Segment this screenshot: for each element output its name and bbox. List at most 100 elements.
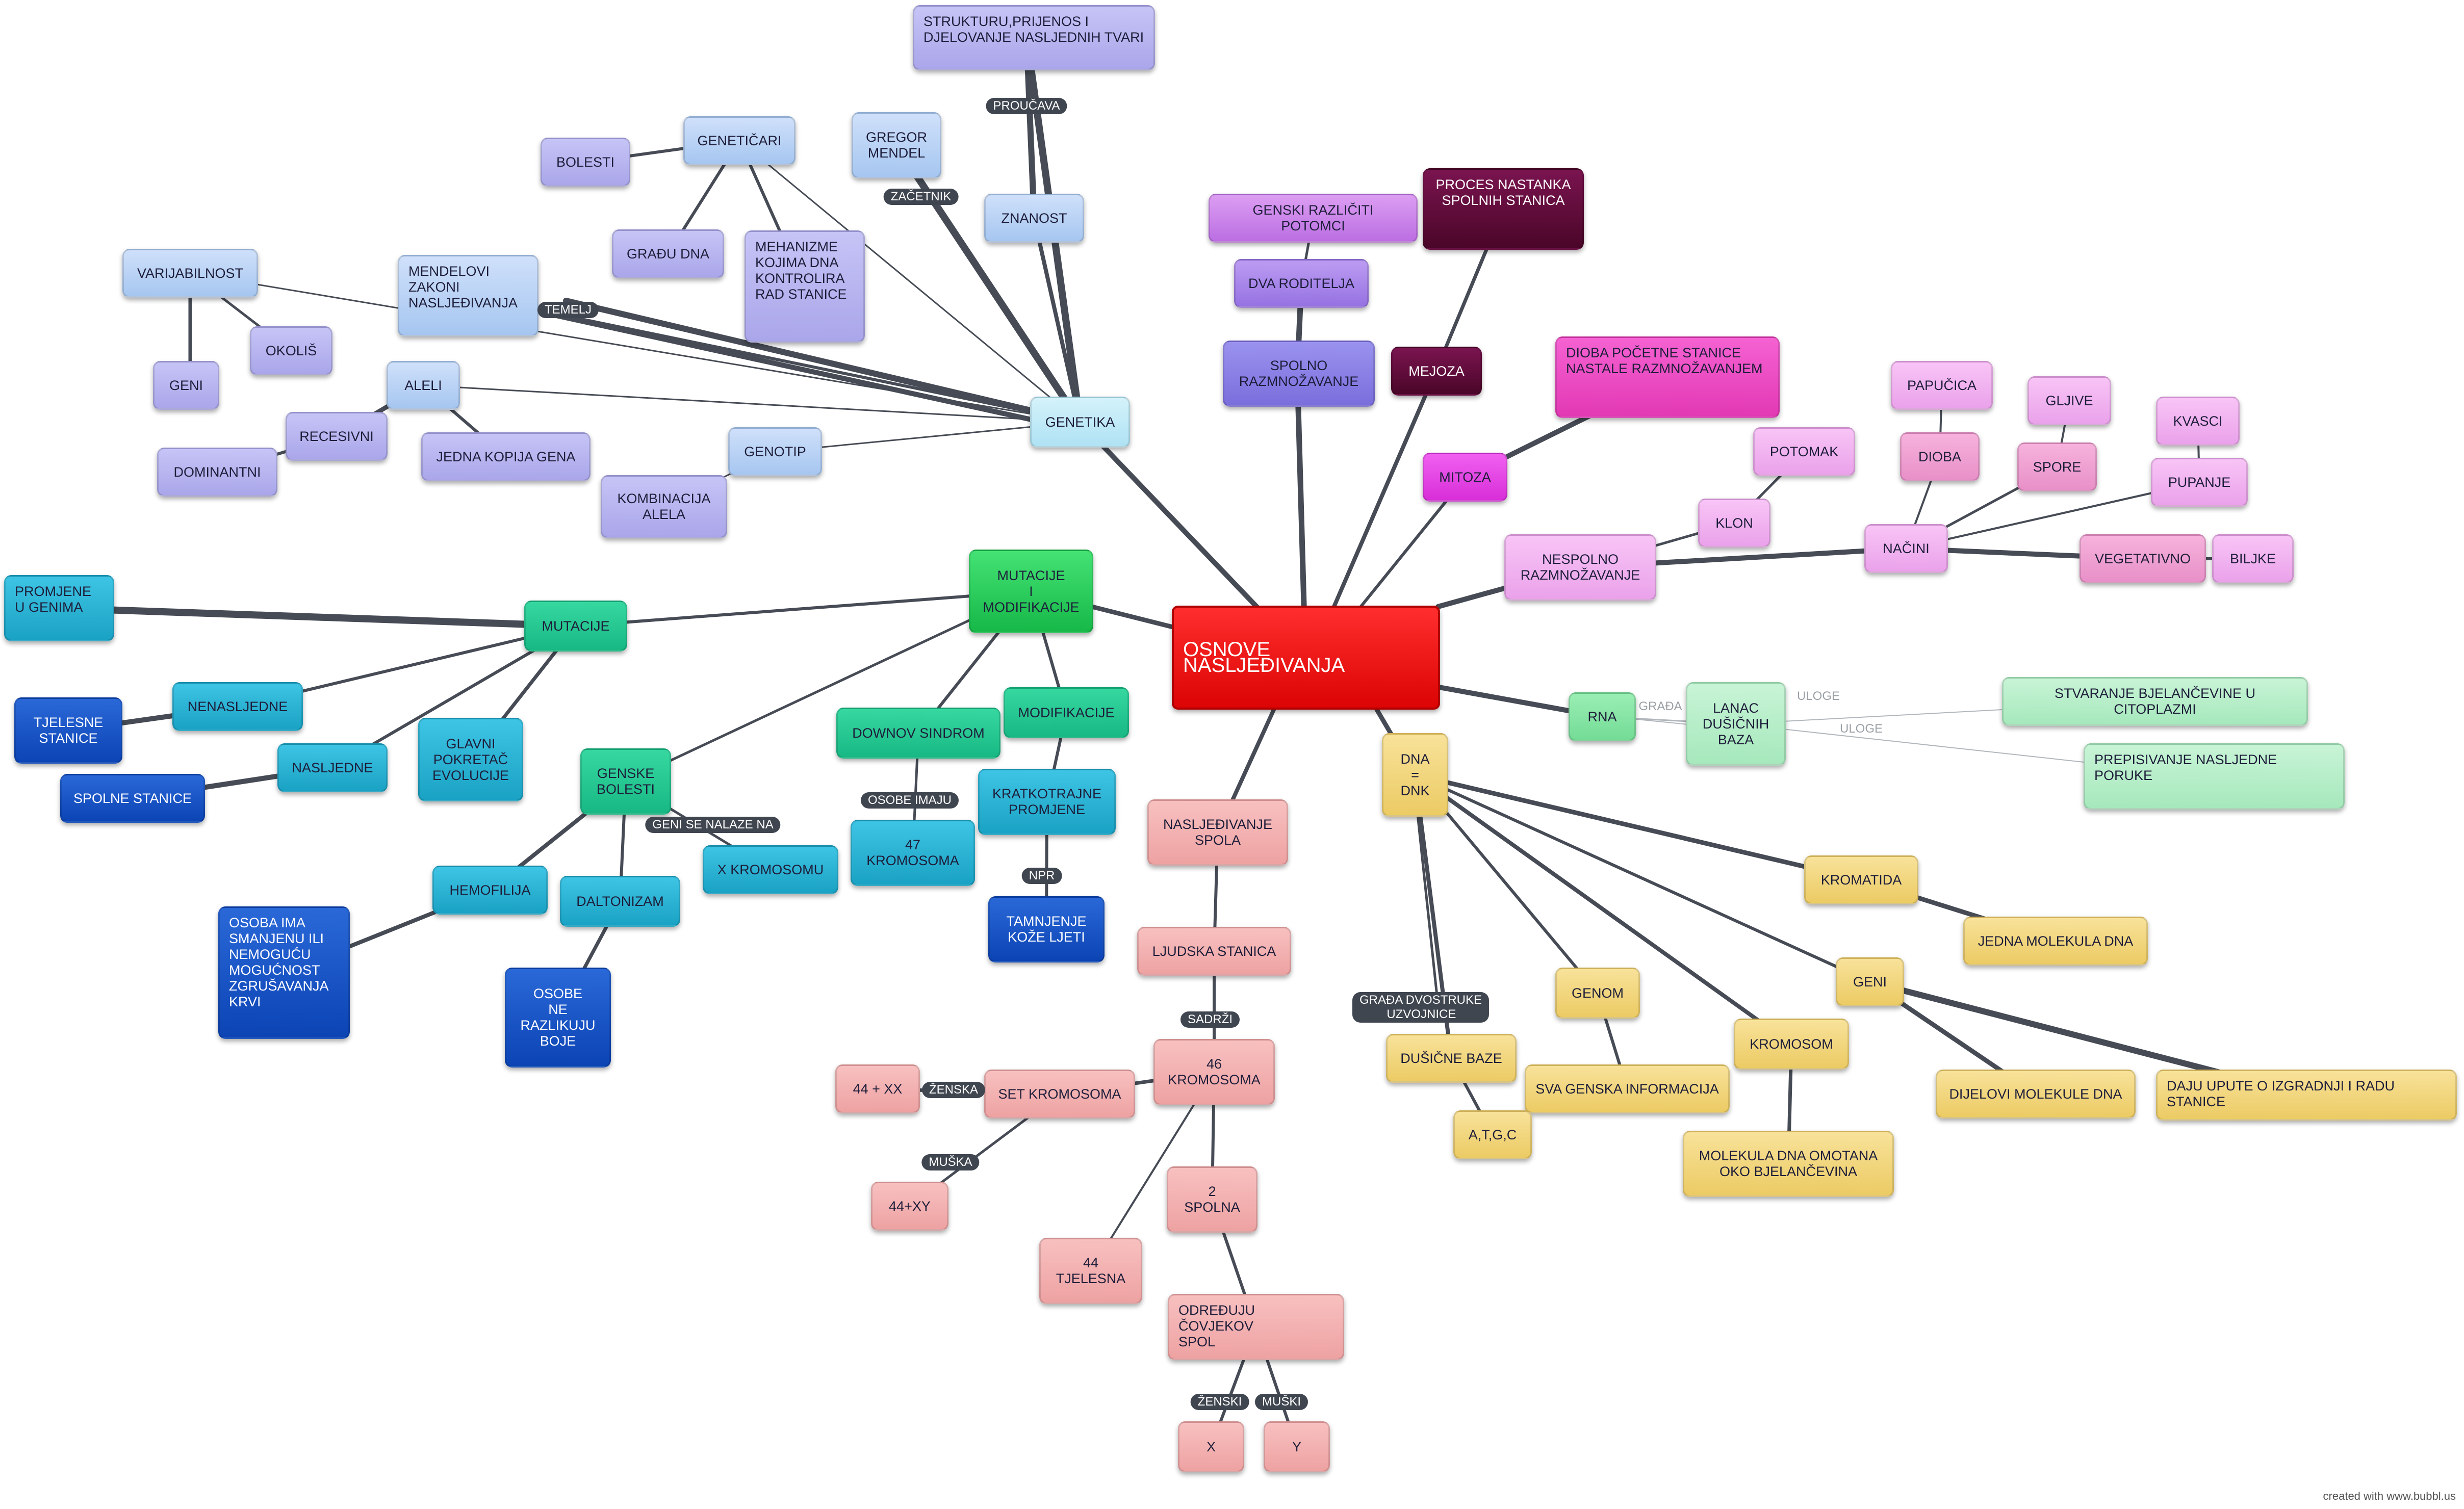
- node-44-xy[interactable]: 44+XY: [871, 1182, 948, 1231]
- node-mitoza[interactable]: MITOZA: [1423, 453, 1507, 502]
- label-zenska: ŽENSKA: [921, 1082, 986, 1098]
- node-rna[interactable]: RNA: [1569, 692, 1636, 741]
- node-varijabilnost[interactable]: VARIJABILNOST: [122, 249, 258, 298]
- node-gregor-mendel[interactable]: GREGOR MENDEL: [852, 112, 941, 178]
- node-jedna-kopija[interactable]: JEDNA KOPIJA GENA: [421, 432, 591, 481]
- node-44-tjelesna[interactable]: 44 TJELESNA: [1039, 1238, 1142, 1304]
- node-dioba-nacini[interactable]: DIOBA: [1900, 432, 1980, 481]
- node-strukturu[interactable]: STRUKTURU,PRIJENOS I DJELOVANJE NASLJEDN…: [913, 5, 1155, 70]
- node-proces-nastanka[interactable]: PROCES NASTANKA SPOLNIH STANICA: [1423, 168, 1584, 250]
- label-sadrzi: SADRŽI: [1180, 1011, 1240, 1028]
- node-downov-sindrom[interactable]: DOWNOV SINDROM: [836, 708, 1000, 759]
- node-x-kromosomu[interactable]: X KROMOSOMU: [703, 845, 838, 894]
- label-zenski: ŽENSKI: [1190, 1394, 1249, 1410]
- node-nenasljedne[interactable]: NENASLJEDNE: [172, 682, 303, 731]
- node-kromatida[interactable]: KROMATIDA: [1804, 855, 1918, 904]
- node-potomak[interactable]: POTOMAK: [1753, 427, 1855, 476]
- node-znanost[interactable]: ZNANOST: [984, 194, 1084, 243]
- node-biljke[interactable]: BILJKE: [2212, 534, 2294, 583]
- label-osobe-imaju: OSOBE IMAJU: [860, 792, 959, 809]
- node-nacini[interactable]: NAČINI: [1864, 524, 1948, 573]
- node-kratkotrajne-promjene[interactable]: KRATKOTRAJNE PROMJENE: [978, 769, 1116, 835]
- node-47-kromosoma[interactable]: 47 KROMOSOMA: [851, 820, 975, 886]
- node-lanac-dusicnih-baza[interactable]: LANAC DUŠIČNIH BAZA: [1686, 682, 1786, 766]
- node-geni-dna[interactable]: GENI: [1836, 957, 1904, 1006]
- node-spolno-razmnozavanje[interactable]: SPOLNO RAZMNOŽAVANJE: [1223, 341, 1375, 407]
- node-dva-roditelja[interactable]: DVA RODITELJA: [1234, 259, 1369, 308]
- node-recesivni[interactable]: RECESIVNI: [286, 412, 388, 461]
- node-stvaranje-bjelancevine[interactable]: STVARANJE BJELANČEVINE U CITOPLAZMI: [2002, 677, 2308, 726]
- node-dna-dnk[interactable]: DNA = DNK: [1382, 733, 1448, 817]
- node-2-spolna[interactable]: 2 SPOLNA: [1167, 1166, 1257, 1233]
- node-nespolno-razmnozavanje[interactable]: NESPOLNO RAZMNOŽAVANJE: [1504, 534, 1656, 601]
- node-klon[interactable]: KLON: [1698, 499, 1770, 548]
- node-mendelovi-zakoni[interactable]: MENDELOVI ZAKONI NASLJEĐIVANJA: [398, 255, 538, 336]
- node-kvasci[interactable]: KVASCI: [2156, 397, 2240, 446]
- node-daju-upute[interactable]: DAJU UPUTE O IZGRADNJI I RADU STANICE: [2156, 1070, 2457, 1121]
- node-genotip[interactable]: GENOTIP: [728, 427, 822, 476]
- node-glavni-pokretac[interactable]: GLAVNI POKRETAČ EVOLUCIJE: [418, 718, 523, 801]
- node-jedna-molekula-dna[interactable]: JEDNA MOLEKULA DNA: [1963, 917, 2148, 966]
- node-dioba-pocetne[interactable]: DIOBA POČETNE STANICE NASTALE RAZMNOŽAVA…: [1555, 336, 1780, 418]
- node-46-kromosoma[interactable]: 46 KROMOSOMA: [1153, 1039, 1275, 1105]
- node-geneticari[interactable]: GENETIČARI: [683, 116, 795, 165]
- node-modifikacije[interactable]: MODIFIKACIJE: [1004, 687, 1129, 738]
- node-set-kromosoma[interactable]: SET KROMOSOMA: [984, 1070, 1135, 1118]
- label-gradja: GRAĐA: [1638, 699, 1682, 713]
- node-mejoza[interactable]: MEJOZA: [1391, 347, 1482, 396]
- label-zacetnik: ZAČETNIK: [883, 189, 959, 205]
- node-mutacije[interactable]: MUTACIJE: [524, 601, 627, 652]
- node-vegetativno[interactable]: VEGETATIVNO: [2080, 534, 2206, 583]
- connector-line: [563, 298, 1083, 425]
- node-kromosom[interactable]: KROMOSOM: [1734, 1019, 1849, 1070]
- node-dominantni[interactable]: DOMINANTNI: [157, 448, 277, 497]
- connector-line: [624, 590, 1033, 783]
- label-muski: MUŠKI: [1254, 1394, 1308, 1410]
- node-odredjuju-spol[interactable]: ODREĐUJU ČOVJEKOV SPOL: [1168, 1294, 1344, 1360]
- node-tamnjenje-koze[interactable]: TAMNJENJE KOŽE LJETI: [988, 896, 1105, 962]
- node-promjene-u-genima[interactable]: PROMJENE U GENIMA: [4, 575, 114, 641]
- label-muska: MUŠKA: [921, 1154, 980, 1170]
- node-x[interactable]: X: [1178, 1421, 1244, 1472]
- node-sva-genska-informacija[interactable]: SVA GENSKA INFORMACIJA: [1525, 1064, 1730, 1113]
- node-dijelovi-molekule[interactable]: DIJELOVI MOLEKULE DNA: [1936, 1070, 2136, 1118]
- node-osobe-ne-razlikuju[interactable]: OSOBE NE RAZLIKUJU BOJE: [505, 968, 611, 1068]
- node-spore[interactable]: SPORE: [2017, 443, 2097, 491]
- node-gljive[interactable]: GLJIVE: [2027, 376, 2111, 425]
- node-molekula-dna-omotana[interactable]: MOLEKULA DNA OMOTANA OKO BJELANČEVINA: [1683, 1131, 1894, 1197]
- node-mehanizme[interactable]: MEHANIZME KOJIMA DNA KONTROLIRA RAD STAN…: [745, 230, 865, 343]
- node-papucica[interactable]: PAPUČICA: [1891, 361, 1993, 410]
- connector-line: [56, 605, 579, 630]
- node-y[interactable]: Y: [1264, 1421, 1330, 1472]
- node-aleli[interactable]: ALELI: [387, 361, 460, 410]
- node-tjelesne-stanice[interactable]: TJELESNE STANICE: [14, 697, 122, 764]
- node-prepisivanje-poruke[interactable]: PREPISIVANJE NASLJEDNE PORUKE: [2084, 743, 2345, 810]
- node-ljudska-stanica[interactable]: LJUDSKA STANICA: [1137, 927, 1291, 976]
- node-kombinacija-alela[interactable]: KOMBINACIJA ALELA: [601, 475, 727, 538]
- node-nasljedjivanje-spola[interactable]: NASLJEĐIVANJE SPOLA: [1147, 799, 1288, 866]
- node-osoba-ima-smanjenu[interactable]: OSOBA IMA SMANJENU ILI NEMOGUĆU MOGUĆNOS…: [218, 906, 350, 1039]
- node-genom[interactable]: GENOM: [1555, 968, 1640, 1019]
- node-dusicne-baze[interactable]: DUŠIČNE BAZE: [1386, 1034, 1517, 1083]
- node-gradu-dna[interactable]: GRAĐU DNA: [612, 229, 724, 278]
- node-atgc[interactable]: A,T,G,C: [1453, 1110, 1532, 1159]
- node-osnove-nasljedjivanja[interactable]: OSNOVE NASLJEĐIVANJA: [1172, 606, 1440, 710]
- node-genski-razliciti-potomci[interactable]: GENSKI RAZLIČITI POTOMCI: [1209, 194, 1418, 243]
- node-okolis[interactable]: OKOLIŠ: [250, 326, 332, 375]
- node-nasljedne[interactable]: NASLJEDNE: [277, 743, 388, 792]
- node-bolesti-geneticari[interactable]: BOLESTI: [541, 138, 630, 187]
- node-geni-varijabilnost[interactable]: GENI: [153, 361, 219, 410]
- node-pupanje[interactable]: PUPANJE: [2151, 458, 2248, 507]
- node-44-xx[interactable]: 44 + XX: [835, 1064, 920, 1113]
- label-temelj: TEMELJ: [537, 302, 599, 318]
- node-daltonizam[interactable]: DALTONIZAM: [560, 876, 680, 927]
- connector-line: [533, 308, 1073, 431]
- connector-line: [893, 142, 1084, 426]
- node-mutacije-i-modifikacije[interactable]: MUTACIJE I MODIFIKACIJE: [969, 550, 1093, 633]
- node-spolne-stanice[interactable]: SPOLNE STANICE: [60, 774, 205, 823]
- node-hemofilija[interactable]: HEMOFILIJA: [432, 866, 548, 915]
- label-uloge-2: ULOGE: [1839, 722, 1883, 736]
- node-genetika[interactable]: GENETIKA: [1030, 397, 1130, 448]
- node-genske-bolesti[interactable]: GENSKE BOLESTI: [580, 748, 671, 815]
